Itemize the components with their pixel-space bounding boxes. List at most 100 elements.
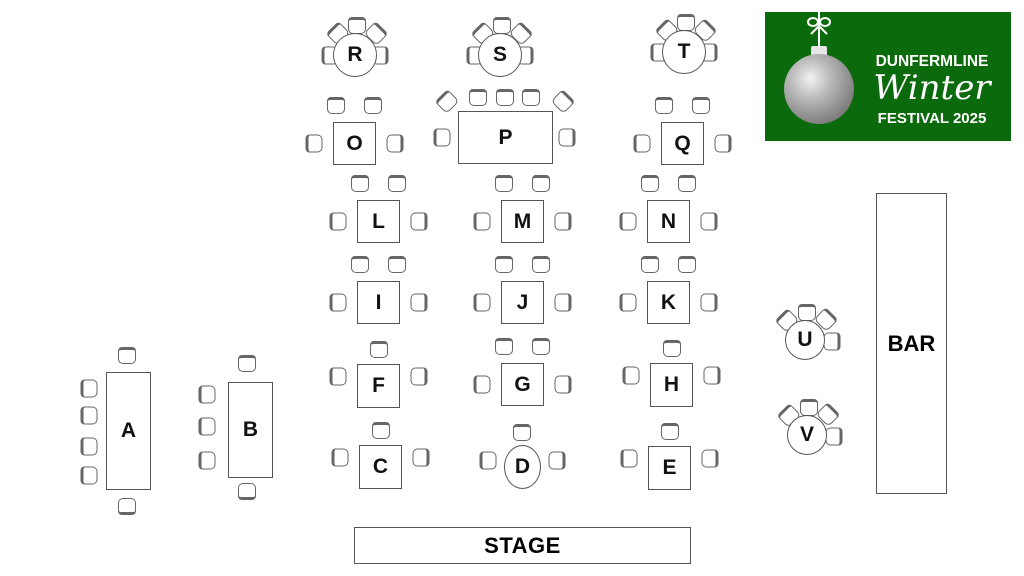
chair-table-n[interactable] bbox=[678, 174, 696, 192]
chair-table-d[interactable] bbox=[479, 451, 497, 469]
table-e[interactable]: E bbox=[648, 446, 691, 490]
chair-table-m[interactable] bbox=[495, 174, 513, 192]
chair-table-v[interactable] bbox=[800, 398, 818, 416]
chair-table-u[interactable] bbox=[798, 303, 816, 321]
chair-table-b[interactable] bbox=[238, 354, 256, 372]
chair-table-o[interactable] bbox=[305, 134, 323, 153]
chair-table-u[interactable] bbox=[823, 332, 841, 350]
chair-table-o[interactable] bbox=[364, 96, 382, 114]
chair-table-p[interactable] bbox=[433, 128, 451, 146]
table-label: L bbox=[372, 209, 385, 233]
chair-table-k[interactable] bbox=[619, 293, 637, 312]
chair-table-j[interactable] bbox=[473, 293, 491, 312]
chair-table-i[interactable] bbox=[388, 255, 406, 273]
table-l[interactable]: L bbox=[357, 200, 400, 243]
chair-table-f[interactable] bbox=[329, 367, 347, 385]
chair-table-l[interactable] bbox=[388, 174, 406, 192]
chair-table-i[interactable] bbox=[329, 293, 347, 312]
chair-table-l[interactable] bbox=[410, 212, 428, 231]
chair-table-h[interactable] bbox=[622, 366, 640, 384]
chair-table-a[interactable] bbox=[80, 466, 98, 484]
table-j[interactable]: J bbox=[501, 281, 544, 324]
chair-table-q[interactable] bbox=[655, 96, 673, 114]
table-i[interactable]: I bbox=[357, 281, 400, 324]
chair-table-b[interactable] bbox=[198, 417, 216, 435]
chair-table-e[interactable] bbox=[660, 422, 679, 440]
table-v[interactable]: V bbox=[787, 415, 827, 455]
table-k[interactable]: K bbox=[647, 281, 690, 324]
chair-table-g[interactable] bbox=[554, 375, 572, 394]
chair-table-c[interactable] bbox=[371, 421, 390, 439]
ornament-bauble bbox=[784, 54, 854, 124]
table-h[interactable]: H bbox=[650, 363, 693, 407]
table-q[interactable]: Q bbox=[661, 122, 704, 165]
chair-table-n[interactable] bbox=[619, 212, 637, 231]
chair-table-m[interactable] bbox=[473, 212, 491, 231]
chair-table-d[interactable] bbox=[513, 423, 531, 441]
chair-table-a[interactable] bbox=[118, 346, 136, 364]
chair-table-f[interactable] bbox=[410, 367, 428, 385]
table-u[interactable]: U bbox=[785, 320, 825, 360]
chair-table-v[interactable] bbox=[825, 427, 843, 445]
chair-table-m[interactable] bbox=[532, 174, 550, 192]
chair-table-b[interactable] bbox=[198, 385, 216, 403]
chair-table-a[interactable] bbox=[80, 379, 98, 397]
chair-table-o[interactable] bbox=[386, 134, 404, 153]
chair-table-n[interactable] bbox=[700, 212, 718, 231]
table-b[interactable]: B bbox=[228, 382, 273, 478]
table-m[interactable]: M bbox=[501, 200, 544, 243]
chair-table-k[interactable] bbox=[641, 255, 659, 273]
chair-table-p[interactable] bbox=[550, 88, 576, 114]
chair-table-h[interactable] bbox=[662, 339, 681, 357]
chair-table-i[interactable] bbox=[351, 255, 369, 273]
table-s[interactable]: S bbox=[478, 33, 522, 77]
chair-table-c[interactable] bbox=[331, 448, 349, 466]
chair-table-q[interactable] bbox=[633, 134, 651, 153]
chair-table-j[interactable] bbox=[532, 255, 550, 273]
chair-table-c[interactable] bbox=[412, 448, 430, 466]
chair-table-e[interactable] bbox=[620, 449, 638, 467]
table-a[interactable]: A bbox=[106, 372, 151, 490]
table-c[interactable]: C bbox=[359, 445, 402, 489]
chair-table-b[interactable] bbox=[198, 451, 216, 469]
chair-table-g[interactable] bbox=[532, 337, 550, 355]
table-f[interactable]: F bbox=[357, 364, 400, 408]
chair-table-n[interactable] bbox=[641, 174, 659, 192]
chair-table-i[interactable] bbox=[410, 293, 428, 312]
chair-table-g[interactable] bbox=[473, 375, 491, 394]
chair-table-j[interactable] bbox=[495, 255, 513, 273]
chair-table-d[interactable] bbox=[548, 451, 566, 469]
chair-table-f[interactable] bbox=[369, 340, 388, 358]
chair-table-s[interactable] bbox=[493, 16, 511, 34]
chair-table-k[interactable] bbox=[700, 293, 718, 312]
chair-table-l[interactable] bbox=[329, 212, 347, 231]
chair-table-o[interactable] bbox=[327, 96, 345, 114]
chair-table-e[interactable] bbox=[701, 449, 719, 467]
chair-table-l[interactable] bbox=[351, 174, 369, 192]
chair-table-b[interactable] bbox=[238, 482, 256, 500]
table-p[interactable]: P bbox=[458, 111, 553, 164]
chair-table-p[interactable] bbox=[558, 128, 576, 146]
chair-table-q[interactable] bbox=[714, 134, 732, 153]
chair-table-p[interactable] bbox=[469, 88, 487, 106]
table-t[interactable]: T bbox=[662, 30, 706, 74]
chair-table-j[interactable] bbox=[554, 293, 572, 312]
chair-table-m[interactable] bbox=[554, 212, 572, 231]
chair-table-a[interactable] bbox=[80, 437, 98, 455]
chair-table-r[interactable] bbox=[348, 16, 366, 34]
chair-table-h[interactable] bbox=[703, 366, 721, 384]
table-r[interactable]: R bbox=[333, 33, 377, 77]
table-n[interactable]: N bbox=[647, 200, 690, 243]
chair-table-g[interactable] bbox=[495, 337, 513, 355]
table-g[interactable]: G bbox=[501, 363, 544, 406]
chair-table-q[interactable] bbox=[692, 96, 710, 114]
chair-table-p[interactable] bbox=[522, 88, 540, 106]
table-o[interactable]: O bbox=[333, 122, 376, 165]
chair-table-p[interactable] bbox=[496, 88, 514, 106]
chair-table-p[interactable] bbox=[434, 88, 460, 114]
chair-table-a[interactable] bbox=[118, 497, 136, 515]
chair-table-a[interactable] bbox=[80, 406, 98, 424]
chair-table-k[interactable] bbox=[678, 255, 696, 273]
chair-table-t[interactable] bbox=[677, 13, 695, 31]
table-d[interactable]: D bbox=[504, 445, 541, 489]
